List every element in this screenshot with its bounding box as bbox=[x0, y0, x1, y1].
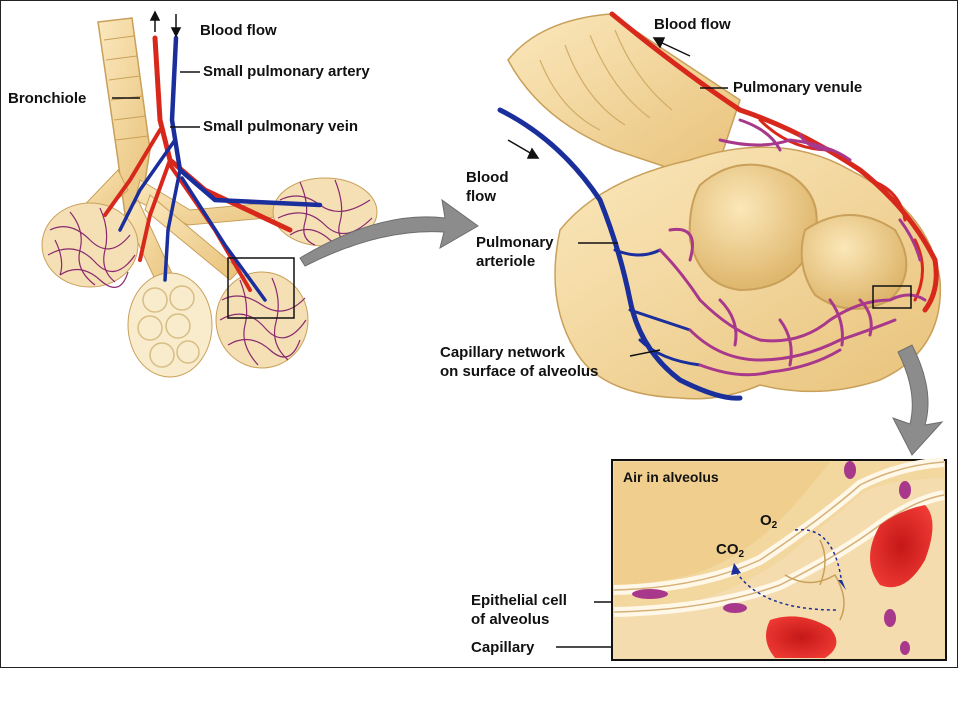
alveolar-sac-pale bbox=[127, 272, 213, 378]
o2-base: O bbox=[760, 512, 772, 529]
gas-exchange-inset bbox=[611, 457, 947, 661]
blood-flow-arrows-top bbox=[149, 10, 182, 38]
vessels-left bbox=[103, 35, 323, 302]
pulmonary-venule-label: Pulmonary venule bbox=[733, 79, 863, 96]
magnify-box bbox=[227, 257, 295, 319]
pulmonary-arteriole-line2: arteriole bbox=[476, 253, 536, 270]
magnify-box-2 bbox=[872, 285, 912, 309]
capillary-network-line1: Capillary network bbox=[440, 344, 566, 361]
blood-flow-label-top: Blood flow bbox=[200, 22, 277, 39]
co2-subscript: 2 bbox=[738, 549, 745, 560]
alveolar-sac-left bbox=[41, 202, 139, 288]
small-pulmonary-vein-label: Small pulmonary vein bbox=[203, 118, 359, 135]
co2-base: CO bbox=[716, 541, 739, 558]
capillary-network bbox=[658, 118, 927, 377]
air-in-alveolus-label: Air in alveolus bbox=[623, 469, 719, 485]
alveolar-sac-bottom-right bbox=[215, 271, 309, 369]
blood-flow-arrows-right bbox=[507, 37, 691, 159]
zoom-arrow-2 bbox=[891, 344, 944, 456]
co2-label: CO2 bbox=[716, 540, 744, 564]
capillary-network-label: Capillary network on surface of alveolus bbox=[440, 343, 598, 381]
bronchiole-label: Bronchiole bbox=[8, 90, 87, 107]
o2-label: O2 bbox=[760, 511, 777, 535]
capillary-label: Capillary bbox=[471, 639, 535, 656]
o2-subscript: 2 bbox=[771, 520, 778, 531]
alveolar-sac-top-right bbox=[272, 177, 378, 248]
blood-flow-label-right: Blood flow bbox=[654, 16, 731, 33]
zoom-arrow-1 bbox=[299, 198, 479, 267]
figure-frame bbox=[0, 0, 958, 668]
bronchiole-enlarged bbox=[507, 13, 741, 176]
capillary-network-line2: on surface of alveolus bbox=[440, 363, 599, 380]
blood-flow-label-left: Blood flow bbox=[466, 168, 509, 206]
blood-flow-left-line1: Blood bbox=[466, 169, 509, 186]
epithelial-cell-label: Epithelial cell of alveolus bbox=[471, 591, 567, 629]
pulmonary-arteriole-label: Pulmonary arteriole bbox=[476, 233, 554, 271]
blood-flow-left-line2: flow bbox=[466, 188, 496, 205]
pulmonary-arteriole-line1: Pulmonary bbox=[476, 234, 554, 251]
small-pulmonary-artery-label: Small pulmonary artery bbox=[203, 63, 370, 80]
epithelial-line2: of alveolus bbox=[471, 611, 550, 628]
arteriole-blue bbox=[497, 107, 743, 401]
epithelial-line1: Epithelial cell bbox=[471, 592, 567, 609]
